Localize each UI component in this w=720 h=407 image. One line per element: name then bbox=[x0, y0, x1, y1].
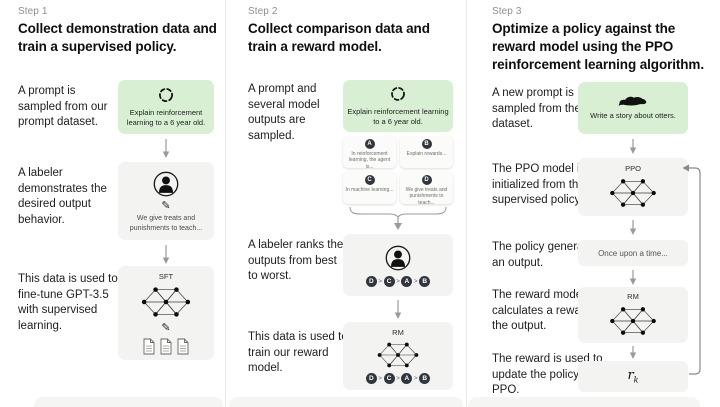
step3-label: Step 3 bbox=[492, 6, 522, 17]
rank-separator: > bbox=[378, 278, 383, 285]
pencil-icon: ✎ bbox=[161, 321, 171, 334]
step3-text-ppo-init: The PPO model is initialized from the su… bbox=[492, 163, 586, 207]
step3-text-generates: The policy generates an output. bbox=[492, 241, 599, 269]
documents-row bbox=[142, 338, 190, 355]
rank-badge: B bbox=[419, 373, 431, 384]
step1-column: Step 1 Collect demonstration data and tr… bbox=[0, 0, 225, 407]
rank-separator: > bbox=[396, 278, 400, 285]
rank-badge: D bbox=[365, 276, 377, 287]
document-icon bbox=[143, 338, 155, 354]
prompt-text: Explain reinforcement learning to a 6 ye… bbox=[347, 106, 449, 126]
labeler-demo-box: ✎ We give treats and punishments to teac… bbox=[118, 162, 214, 240]
step1-text-prompt: A prompt is sampled from our prompt data… bbox=[18, 85, 108, 129]
bottom-card bbox=[468, 397, 700, 407]
prompt-text: Write a story about otters. bbox=[590, 111, 676, 121]
network-icon bbox=[610, 178, 656, 207]
labeler-rank-box: D > C > A > B bbox=[343, 234, 453, 296]
rank-badge: A bbox=[401, 373, 413, 384]
column-divider bbox=[466, 0, 467, 407]
prompt-text: Explain reinforcement learning to a 6 ye… bbox=[126, 107, 206, 127]
output-card-d: D We give treats and punishments to teac… bbox=[400, 172, 453, 204]
prompt-box: Explain reinforcement learning to a 6 ye… bbox=[118, 80, 214, 134]
ppo-model-box: PPO bbox=[578, 158, 688, 216]
step2-text-ranks: A labeler ranks the outputs from best to… bbox=[248, 239, 344, 283]
step1-text-labeler: A labeler demonstrates the desired outpu… bbox=[18, 167, 107, 226]
rank-separator: > bbox=[413, 278, 418, 285]
cycle-icon bbox=[158, 87, 174, 102]
output-card-a: A In reinforcement learning, the agent i… bbox=[343, 136, 396, 168]
rank-badge: B bbox=[419, 276, 431, 287]
step1-title: Collect demonstration data and train a s… bbox=[18, 21, 217, 54]
output-text: We give treats and punishments to teach.… bbox=[405, 187, 448, 204]
network-icon bbox=[377, 342, 419, 368]
output-badge: C bbox=[364, 175, 375, 185]
ranking: D > C > A > B bbox=[365, 276, 431, 287]
document-icon bbox=[177, 338, 189, 354]
output-badge: D bbox=[421, 175, 432, 185]
otter-icon bbox=[618, 97, 647, 107]
step2-column: Step 2 Collect comparison data and train… bbox=[225, 0, 466, 407]
arrow-down-icon bbox=[394, 300, 402, 319]
rm-label: RM bbox=[392, 328, 404, 337]
sft-label: SFT bbox=[158, 271, 174, 281]
demo-caption: We give treats and punishments to teach.… bbox=[129, 215, 203, 232]
bottom-card bbox=[34, 397, 223, 407]
output-card-b: B Explain rewards... bbox=[400, 136, 453, 168]
rank-badge: C bbox=[383, 276, 395, 287]
step3-column: Step 3 Optimize a policy against the rew… bbox=[466, 0, 720, 407]
step2-title: Collect comparison data and train a rewa… bbox=[248, 21, 430, 54]
output-card-c: C In machine learning... bbox=[343, 172, 396, 204]
rank-badge: C bbox=[383, 373, 395, 384]
output-badge: B bbox=[421, 139, 432, 149]
arrow-down-icon bbox=[629, 139, 637, 154]
network-icon bbox=[141, 286, 191, 317]
cycle-icon bbox=[391, 86, 405, 101]
bottom-card bbox=[229, 397, 463, 407]
rm-label: RM bbox=[627, 291, 639, 301]
ranking: D > C > A > B bbox=[365, 373, 431, 384]
step3-text-new-prompt: A new prompt is sampled from the dataset… bbox=[492, 87, 581, 131]
sft-model-box: SFT ✎ bbox=[118, 266, 214, 360]
arrow-down-icon bbox=[629, 270, 637, 285]
step3-title: Optimize a policy against the reward mod… bbox=[492, 21, 704, 72]
rank-separator: > bbox=[378, 375, 383, 382]
column-divider bbox=[225, 0, 226, 407]
step2-label: Step 2 bbox=[248, 6, 278, 17]
step1-text-finetune: This data is used to fine-tune GPT-3.5 w… bbox=[18, 273, 118, 332]
pencil-icon: ✎ bbox=[161, 200, 171, 213]
step1-label: Step 1 bbox=[18, 6, 48, 17]
brace-icon bbox=[349, 206, 447, 230]
person-icon bbox=[153, 172, 179, 197]
arrow-down-icon bbox=[629, 220, 637, 235]
rm-model-box: RM bbox=[578, 287, 688, 343]
rank-separator: > bbox=[396, 375, 400, 382]
reward-symbol: rk bbox=[627, 368, 639, 385]
output-text: Explain rewards... bbox=[406, 151, 447, 157]
arrow-down-icon bbox=[162, 245, 170, 264]
loop-arrow-icon bbox=[682, 164, 701, 375]
output-badge: A bbox=[364, 139, 375, 149]
document-icon bbox=[160, 338, 172, 354]
rm-model-box: RM D > C > A bbox=[343, 322, 453, 390]
rank-badge: A bbox=[401, 276, 413, 287]
arrow-down-icon bbox=[629, 346, 637, 359]
person-icon bbox=[385, 245, 411, 271]
prompt-box: Explain reinforcement learning to a 6 ye… bbox=[343, 80, 453, 132]
output-text: In reinforcement learning, the agent is.… bbox=[348, 151, 391, 168]
arrow-down-icon bbox=[162, 139, 170, 158]
model-outputs-grid: A In reinforcement learning, the agent i… bbox=[343, 136, 453, 204]
rank-badge: D bbox=[365, 373, 377, 384]
ppo-label: PPO bbox=[625, 163, 641, 173]
output-text: In machine learning... bbox=[345, 187, 394, 193]
step2-text-train-rm: This data is used to train our reward mo… bbox=[248, 331, 348, 375]
network-icon bbox=[610, 306, 656, 335]
rank-separator: > bbox=[413, 375, 418, 382]
policy-output-box: Once upon a time... bbox=[578, 240, 688, 266]
prompt-box: Write a story about otters. bbox=[578, 82, 688, 134]
reward-value-box: rk bbox=[578, 361, 688, 392]
step2-text-sampled: A prompt and several model outputs are s… bbox=[248, 83, 320, 142]
